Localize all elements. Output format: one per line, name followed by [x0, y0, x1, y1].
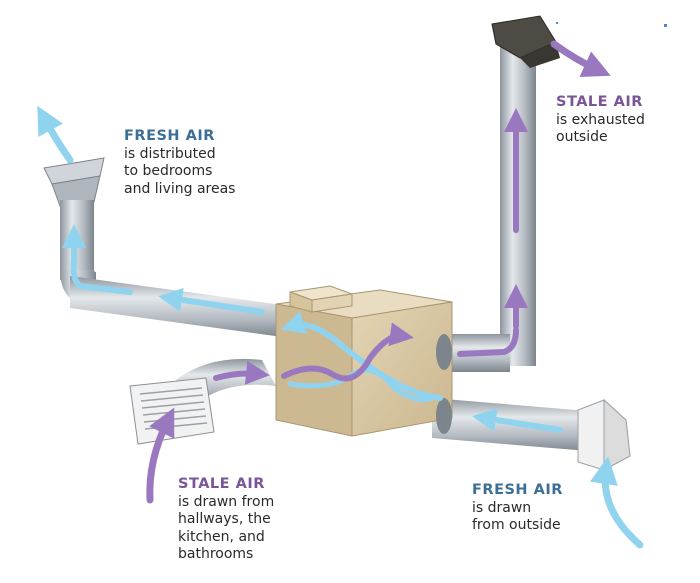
label-head: STALE AIR	[556, 94, 643, 110]
label-line: is drawn	[472, 499, 532, 516]
label-stale-exhausted: STALE AIR is exhausted outside	[556, 94, 645, 147]
label-line: to bedrooms	[124, 163, 213, 179]
label-line: hallways, the	[178, 511, 271, 527]
speck	[664, 24, 667, 27]
speck	[556, 22, 558, 24]
label-head: FRESH AIR	[472, 482, 563, 498]
label-head: STALE AIR	[178, 476, 265, 492]
label-line: from outside	[472, 517, 561, 533]
roof-cap	[491, 15, 560, 68]
supply-register	[43, 157, 105, 207]
hrv-unit	[275, 285, 453, 437]
supply-horizontal-duct	[70, 276, 290, 338]
fresh-air-flow	[37, 105, 644, 549]
label-line: kitchen, and	[178, 528, 265, 545]
stale-air-flow	[146, 40, 611, 504]
label-line: bathrooms	[178, 546, 254, 562]
label-line: and living areas	[124, 180, 236, 197]
label-fresh-distributed: FRESH AIR is distributed to bedrooms and…	[124, 128, 235, 198]
label-line: outside	[556, 129, 608, 145]
stale-grille	[129, 377, 215, 445]
label-head: FRESH AIR	[124, 128, 215, 144]
label-stale-drawn: STALE AIR is drawn from hallways, the ki…	[178, 476, 274, 564]
label-line: is distributed	[124, 145, 216, 162]
label-line: is exhausted	[556, 111, 645, 128]
label-line: is drawn from	[178, 493, 275, 510]
intake-hood	[577, 398, 631, 471]
label-fresh-drawn: FRESH AIR is drawn from outside	[472, 482, 563, 535]
